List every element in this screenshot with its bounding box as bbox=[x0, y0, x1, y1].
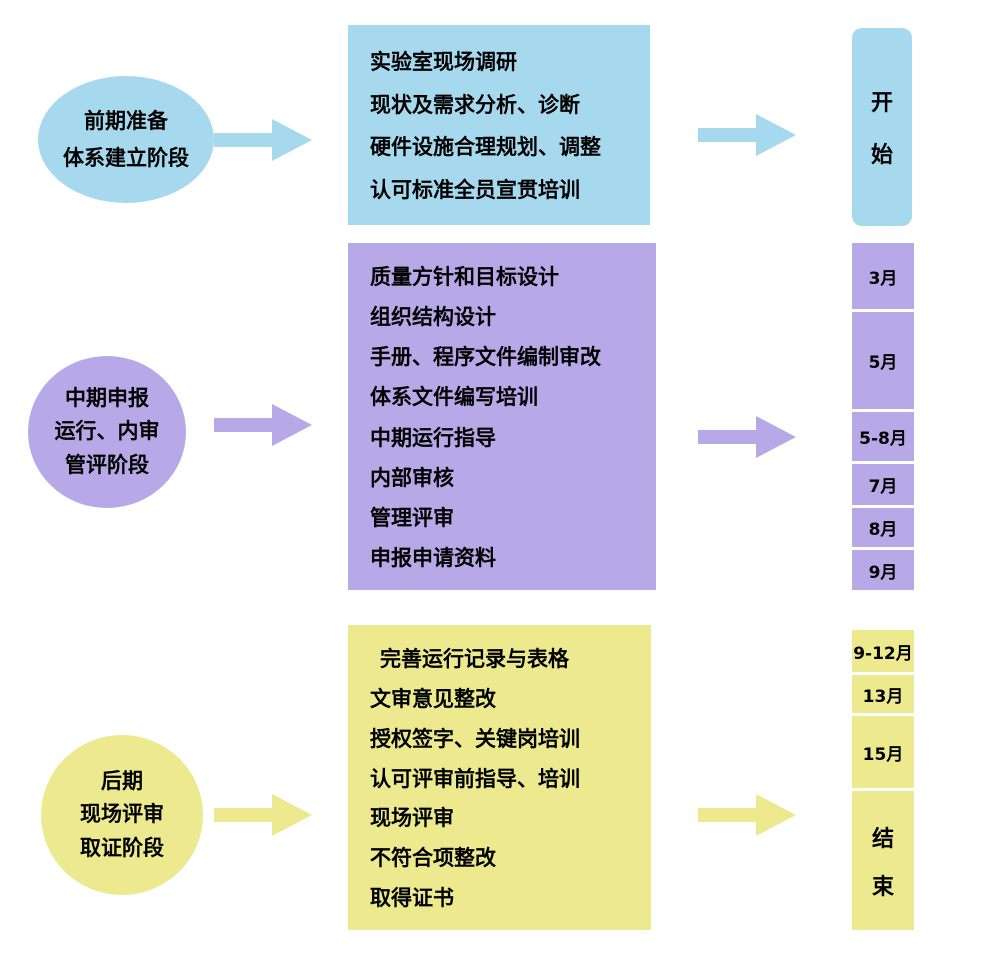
timeline-end-box: 结 束 bbox=[852, 791, 914, 930]
timeline-label: 5月 bbox=[868, 353, 898, 373]
timeline-label: 5-8月 bbox=[859, 429, 907, 449]
step-item: 授权签字、关键岗培训 bbox=[370, 726, 580, 751]
step-item: 组织结构设计 bbox=[370, 305, 496, 330]
step-item: 文审意见整改 bbox=[370, 686, 496, 711]
phase3-stage-ellipse: 后期 现场评审 取证阶段 bbox=[41, 735, 203, 895]
step-item: 质量方针和目标设计 bbox=[370, 265, 559, 290]
phase1-steps-box: 实验室现场调研 现状及需求分析、诊断 硬件设施合理规划、调整 认可标准全员宣贯培… bbox=[348, 25, 650, 225]
phase3-arrow-left-icon bbox=[214, 794, 312, 836]
timeline-end-char-2: 束 bbox=[871, 874, 894, 900]
timeline-segment-3月: 3月 bbox=[852, 243, 914, 309]
timeline-label: 9月 bbox=[868, 562, 898, 583]
step-item: 申报申请资料 bbox=[370, 545, 496, 570]
step-item: 体系文件编写培训 bbox=[370, 385, 538, 410]
timeline-segment-5月: 5月 bbox=[852, 312, 914, 409]
phase1-arrow-left-icon bbox=[214, 119, 312, 161]
timeline-end-char-1: 结 bbox=[871, 826, 894, 852]
timeline-start-char-2: 始 bbox=[870, 143, 893, 168]
step-item: 取得证书 bbox=[370, 886, 454, 911]
step-item: 不符合项整改 bbox=[370, 846, 496, 871]
step-item: 现状及需求分析、诊断 bbox=[370, 92, 580, 117]
phase1-stage-line-1: 前期准备 bbox=[84, 108, 168, 133]
timeline-label: 3月 bbox=[868, 268, 898, 289]
phase1-stage-ellipse: 前期准备 体系建立阶段 bbox=[38, 76, 214, 203]
step-item: 认可标准全员宣贯培训 bbox=[370, 178, 580, 203]
phase2-arrow-left-icon bbox=[214, 404, 312, 446]
timeline-start-box: 开 始 bbox=[852, 28, 912, 226]
phase3-steps-box: 完善运行记录与表格 文审意见整改 授权签字、关键岗培训 认可评审前指导、培训 现… bbox=[348, 625, 651, 930]
timeline-label: 15月 bbox=[862, 744, 904, 765]
phase1-stage-line-2: 体系建立阶段 bbox=[63, 145, 189, 170]
phase3-stage-line-3: 取证阶段 bbox=[80, 835, 164, 860]
phase3-stage-line-1: 后期 bbox=[101, 768, 143, 793]
phase3-stage-line-2: 现场评审 bbox=[80, 802, 164, 827]
timeline-segment-7月: 7月 bbox=[852, 464, 914, 505]
step-item: 认可评审前指导、培训 bbox=[370, 766, 580, 791]
step-item: 内部审核 bbox=[370, 465, 454, 490]
step-item: 完善运行记录与表格 bbox=[380, 646, 569, 671]
phase2-stage-line-1: 中期申报 bbox=[65, 385, 149, 410]
timeline-label: 8月 bbox=[868, 520, 898, 540]
timeline-label: 9-12月 bbox=[853, 643, 913, 664]
step-item: 硬件设施合理规划、调整 bbox=[370, 135, 601, 160]
timeline-segment-13月: 13月 bbox=[852, 675, 914, 713]
phase2-steps-box: 质量方针和目标设计 组织结构设计 手册、程序文件编制审改 体系文件编写培训 中期… bbox=[348, 243, 656, 590]
step-item: 手册、程序文件编制审改 bbox=[370, 345, 601, 370]
timeline-segment-15月: 15月 bbox=[852, 716, 914, 788]
phase1-arrow-right-icon bbox=[698, 114, 796, 156]
timeline-segment-5-8月: 5-8月 bbox=[852, 412, 914, 461]
phase2-stage-ellipse: 中期申报 运行、内审 管评阶段 bbox=[28, 356, 186, 508]
timeline-label: 13月 bbox=[862, 686, 904, 707]
phase2-stage-line-2: 运行、内审 bbox=[54, 419, 160, 444]
phase2-stage-line-3: 管评阶段 bbox=[65, 452, 149, 477]
timeline-segment-8月: 8月 bbox=[852, 508, 914, 547]
timeline-segment-9月: 9月 bbox=[852, 550, 914, 590]
phase3-arrow-right-icon bbox=[698, 794, 796, 836]
timeline-label: 7月 bbox=[868, 477, 898, 497]
timeline-segment-9-12月: 9-12月 bbox=[852, 630, 914, 672]
step-item: 管理评审 bbox=[370, 505, 454, 530]
step-item: 实验室现场调研 bbox=[370, 49, 517, 74]
timeline-start-char-1: 开 bbox=[870, 91, 893, 116]
phase2-arrow-right-icon bbox=[698, 416, 796, 458]
step-item: 中期运行指导 bbox=[370, 425, 496, 450]
step-item: 现场评审 bbox=[370, 806, 454, 831]
